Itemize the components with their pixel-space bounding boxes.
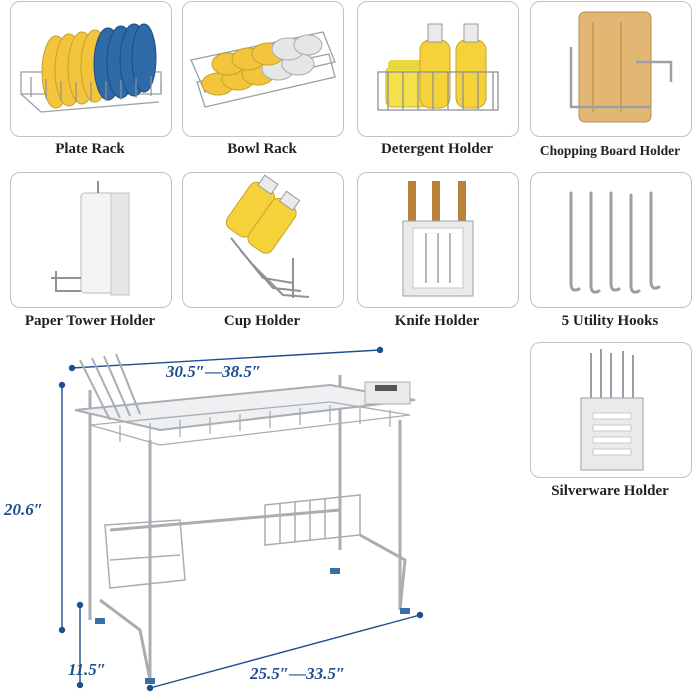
paper-towel-holder-image xyxy=(51,181,130,296)
bowl-rack-label: Bowl Rack xyxy=(227,141,297,157)
knife-holder-image xyxy=(402,181,474,297)
detergent-holder-card xyxy=(357,1,519,137)
silverware-holder-label: Silverware Holder xyxy=(551,483,669,499)
cup-holder-label: Cup Holder xyxy=(223,313,301,329)
chopping-board-holder-image xyxy=(569,11,673,123)
paper-towel-holder-label: Paper Tower Holder xyxy=(24,313,156,329)
plate-rack-card xyxy=(10,1,172,137)
depth-dimension: 11.5″ xyxy=(68,660,107,679)
height-dimension: 20.6″ xyxy=(4,500,44,519)
silverware-holder-card xyxy=(530,342,692,478)
silverware-holder-image xyxy=(580,349,644,471)
plate-rack-label: Plate Rack xyxy=(55,141,125,157)
paper-towel-holder-card xyxy=(10,172,172,308)
cup-holder-card xyxy=(182,172,344,308)
cup-holder-image xyxy=(225,174,310,298)
chopping-board-holder-label: Chopping Board Holder xyxy=(539,143,681,158)
plate-rack-image xyxy=(20,23,162,113)
bottom-width-dimension: 25.5″—33.5″ xyxy=(250,664,346,683)
detergent-holder-image xyxy=(377,23,499,111)
utility-hooks-label: 5 Utility Hooks xyxy=(561,313,659,329)
utility-hooks-image xyxy=(569,191,661,294)
chopping-board-holder-card xyxy=(530,1,692,137)
main-dish-rack-image xyxy=(58,346,424,692)
knife-holder-card xyxy=(357,172,519,308)
knife-holder-label: Knife Holder xyxy=(394,313,480,329)
utility-hooks-card xyxy=(530,172,692,308)
bowl-rack-card xyxy=(182,1,344,137)
detergent-holder-label: Detergent Holder xyxy=(380,141,494,157)
bowl-rack-image xyxy=(190,31,336,108)
top-width-dimension: 30.5″—38.5″ xyxy=(166,362,262,381)
